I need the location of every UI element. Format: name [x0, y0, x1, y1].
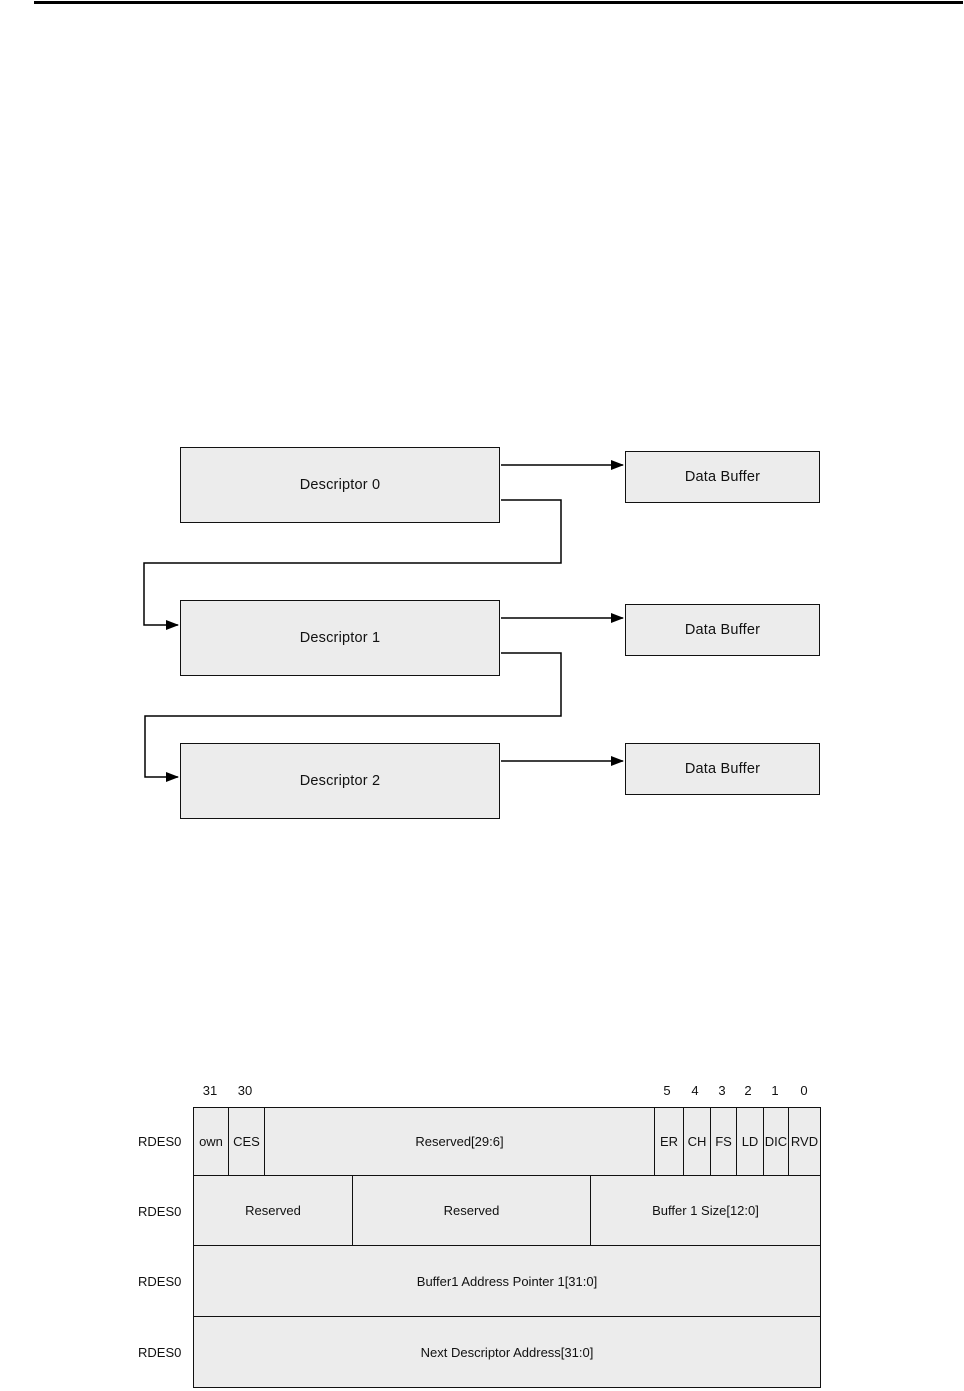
field-er: ER [654, 1108, 683, 1175]
bit-number-0: 0 [800, 1083, 808, 1098]
descriptor-0-label: Descriptor 0 [299, 477, 381, 493]
field-reserved-b: Reserved [352, 1176, 590, 1245]
row-label-rdes0-1: RDES0 [138, 1134, 182, 1149]
field-reserved-a: Reserved [245, 1203, 301, 1218]
register-row-3: Buffer1 Address Pointer 1[31:0] [193, 1246, 821, 1317]
bit-number-5: 5 [663, 1083, 671, 1098]
arrow-descriptor0-to-descriptor1 [143, 499, 562, 630]
row-label-rdes0-2: RDES0 [138, 1204, 182, 1219]
descriptor-1-label: Descriptor 1 [299, 630, 381, 646]
field-fs: FS [710, 1108, 736, 1175]
register-row-2: Reserved Reserved Buffer 1 Size[12:0] [193, 1176, 821, 1246]
field-next-descriptor-address: Next Descriptor Address[31:0] [420, 1344, 594, 1360]
field-ces: CES [228, 1108, 264, 1175]
field-buffer1-address: Buffer1 Address Pointer 1[31:0] [416, 1273, 598, 1289]
field-dic: DIC [763, 1108, 788, 1175]
register-row-1: own CES Reserved[29:6] ER CH FS LD DIC R… [193, 1107, 821, 1176]
field-buffer1-size: Buffer 1 Size[12:0] [590, 1176, 820, 1245]
data-buffer-1-box: Data Buffer [625, 604, 820, 656]
register-row-4: Next Descriptor Address[31:0] [193, 1317, 821, 1388]
descriptor-0-box: Descriptor 0 [180, 447, 500, 523]
field-rvd: RVD [788, 1108, 820, 1175]
field-ld: LD [736, 1108, 763, 1175]
data-buffer-0-label: Data Buffer [684, 469, 761, 485]
arrow-descriptor1-to-descriptor2 [144, 652, 562, 782]
bit-number-4: 4 [691, 1083, 699, 1098]
page-top-rule [34, 1, 963, 4]
bit-number-3: 3 [718, 1083, 726, 1098]
descriptor-2-box: Descriptor 2 [180, 743, 500, 819]
field-ch: CH [683, 1108, 710, 1175]
data-buffer-2-box: Data Buffer [625, 743, 820, 795]
data-buffer-1-label: Data Buffer [684, 622, 761, 638]
descriptor-1-box: Descriptor 1 [180, 600, 500, 676]
data-buffer-2-label: Data Buffer [684, 761, 761, 777]
field-own: own [199, 1134, 223, 1149]
bit-number-31: 31 [202, 1083, 218, 1098]
bit-number-30: 30 [237, 1083, 253, 1098]
descriptor-2-label: Descriptor 2 [299, 773, 381, 789]
row-label-rdes0-4: RDES0 [138, 1345, 182, 1360]
field-reserved-29-6: Reserved[29:6] [264, 1108, 654, 1175]
bit-number-1: 1 [771, 1083, 779, 1098]
data-buffer-0-box: Data Buffer [625, 451, 820, 503]
row-label-rdes0-3: RDES0 [138, 1274, 182, 1289]
bit-number-2: 2 [744, 1083, 752, 1098]
